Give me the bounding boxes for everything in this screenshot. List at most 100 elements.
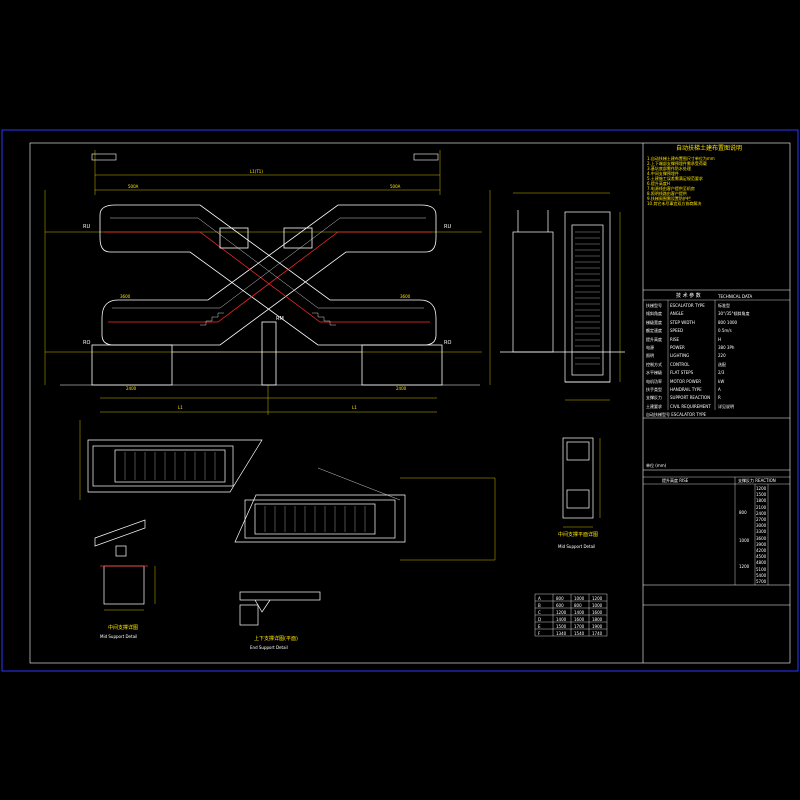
reaction-value: 4800 bbox=[756, 560, 767, 566]
sheet-outer-frame bbox=[1, 129, 799, 672]
small-table-cell: 1700 bbox=[574, 624, 585, 629]
tech-row-key: 支撑反力 bbox=[646, 395, 662, 401]
escalator-upper-right-truss bbox=[101, 204, 437, 346]
note-line: 8.照明线路由客户提供 bbox=[647, 191, 687, 196]
reaction-group-1000: 1000 bbox=[739, 538, 750, 543]
reaction-value: 3000 bbox=[756, 523, 767, 529]
small-table-cell: C bbox=[538, 610, 541, 615]
dim-top-right: 500A bbox=[390, 184, 401, 189]
reaction-value: 1500 bbox=[756, 492, 767, 498]
lower-pit-right bbox=[361, 344, 443, 386]
tech-row-value: R bbox=[718, 395, 721, 401]
label-ru-right: RU bbox=[444, 224, 452, 230]
small-dimension-table bbox=[534, 593, 608, 637]
small-table-cell: 800 bbox=[574, 603, 582, 608]
lower-support-caption-en: End Support Detail bbox=[250, 645, 288, 650]
tech-row-key-en: STEP WIDTH bbox=[670, 319, 695, 325]
small-table-cell: 1000 bbox=[592, 603, 603, 608]
tech-row-key: 扶梯型号 bbox=[646, 303, 662, 308]
note-line: 10.其它未尽事宜双方协商解决 bbox=[647, 201, 702, 206]
tech-row-key-en: ANGLE bbox=[670, 311, 684, 317]
label-ru-left: RU bbox=[83, 224, 91, 230]
lower-pit-left bbox=[91, 344, 173, 386]
label-ro-right: RO bbox=[444, 340, 452, 346]
note-line: 7.电源线由客户提供至机房 bbox=[647, 186, 695, 191]
plan-view-upper-steps bbox=[124, 452, 216, 480]
tech-row-key: 水平梯级 bbox=[646, 370, 662, 376]
reaction-value: 3900 bbox=[756, 541, 767, 547]
notes-title: 自动扶梯土建布置图说明 bbox=[676, 145, 743, 152]
tech-row-key: 梯级宽度 bbox=[646, 319, 662, 325]
tech-row-value: H bbox=[718, 336, 722, 342]
tech-row-value: 选配 bbox=[718, 361, 726, 367]
small-table-cell: 1900 bbox=[592, 624, 603, 629]
small-table-cell: B bbox=[538, 603, 541, 608]
tech-row-value: 0.5m/s bbox=[718, 328, 732, 334]
tech-row-value: 标准型 bbox=[718, 303, 730, 308]
pit-caption: 中间支撑平面详图 bbox=[558, 532, 599, 538]
tech-row-value: 2/3 bbox=[718, 370, 725, 376]
dim-low-right: 2400 bbox=[396, 386, 407, 391]
tech-row-value: 30°/35°倾斜角度 bbox=[718, 311, 750, 317]
tech-row-key-en: SPEED bbox=[670, 328, 684, 334]
table-header-rise: 提升高度 RISE bbox=[662, 478, 689, 483]
plan-view-lower bbox=[234, 494, 406, 543]
handrail-right bbox=[108, 231, 432, 323]
dim-low-left: 2400 bbox=[126, 386, 137, 391]
reaction-value: 2700 bbox=[756, 517, 767, 523]
small-table-cell: 1740 bbox=[592, 631, 603, 636]
small-table-row: B 600 800 1000 bbox=[535, 602, 607, 609]
mid-support bbox=[261, 321, 277, 386]
tech-title: 技 术 参 数 bbox=[676, 293, 701, 299]
plan-view-lower-steps bbox=[264, 506, 366, 532]
reaction-value: 2400 bbox=[756, 510, 767, 516]
small-table-cell: 600 bbox=[556, 603, 564, 608]
plan-dimensions bbox=[79, 420, 496, 561]
mid-support-detail bbox=[94, 519, 148, 605]
tech-row-key: 提升高度 bbox=[646, 336, 662, 342]
small-table-cell: 1400 bbox=[556, 617, 567, 622]
tech-row-value: 220 bbox=[718, 353, 726, 359]
small-table-cell: 1600 bbox=[592, 610, 603, 615]
escalator-upper-left-truss bbox=[99, 204, 437, 346]
reaction-value: 3300 bbox=[756, 529, 767, 535]
reaction-group-800: 800 bbox=[739, 510, 747, 515]
tech-row-key: 电源 bbox=[646, 344, 654, 350]
reaction-group-1200: 1200 bbox=[739, 564, 750, 569]
small-table-cell: 1000 bbox=[574, 596, 585, 601]
small-table-cell: F bbox=[538, 631, 541, 636]
tech-row-value: kW bbox=[718, 378, 725, 384]
dim-bottom-right: L1 bbox=[352, 405, 357, 410]
mid-support-dims bbox=[104, 566, 156, 611]
reaction-value: 2100 bbox=[756, 504, 767, 510]
mid-support-caption-en: Mid Support Detail bbox=[100, 634, 138, 639]
tech-row-key: 倾斜角度 bbox=[646, 311, 662, 317]
note-line: 1.自动扶梯土建布置图尺寸单位为mm bbox=[647, 156, 715, 161]
tech-row-key-en: ESCALATOR TYPE bbox=[670, 303, 705, 308]
tech-row-key-en: CONTROL bbox=[670, 361, 690, 367]
dim-mid-right: 3600 bbox=[400, 294, 411, 299]
tech-row-key-en: HANDRAIL TYPE bbox=[670, 386, 702, 392]
tech-row-key: 土建要求 bbox=[646, 403, 662, 409]
reaction-table-grid bbox=[643, 476, 790, 585]
dim-bottom-left: L1 bbox=[178, 405, 183, 410]
reaction-value: 5700 bbox=[756, 579, 767, 585]
small-table-cell: D bbox=[538, 617, 542, 622]
tech-row-key: 照明 bbox=[646, 353, 654, 359]
small-table-cell: A bbox=[538, 596, 541, 601]
tech-row-key-en: POWER bbox=[670, 344, 685, 350]
tech-row-key-en: FLAT STEPS bbox=[670, 370, 694, 376]
small-table-cell: 800 bbox=[556, 596, 564, 601]
